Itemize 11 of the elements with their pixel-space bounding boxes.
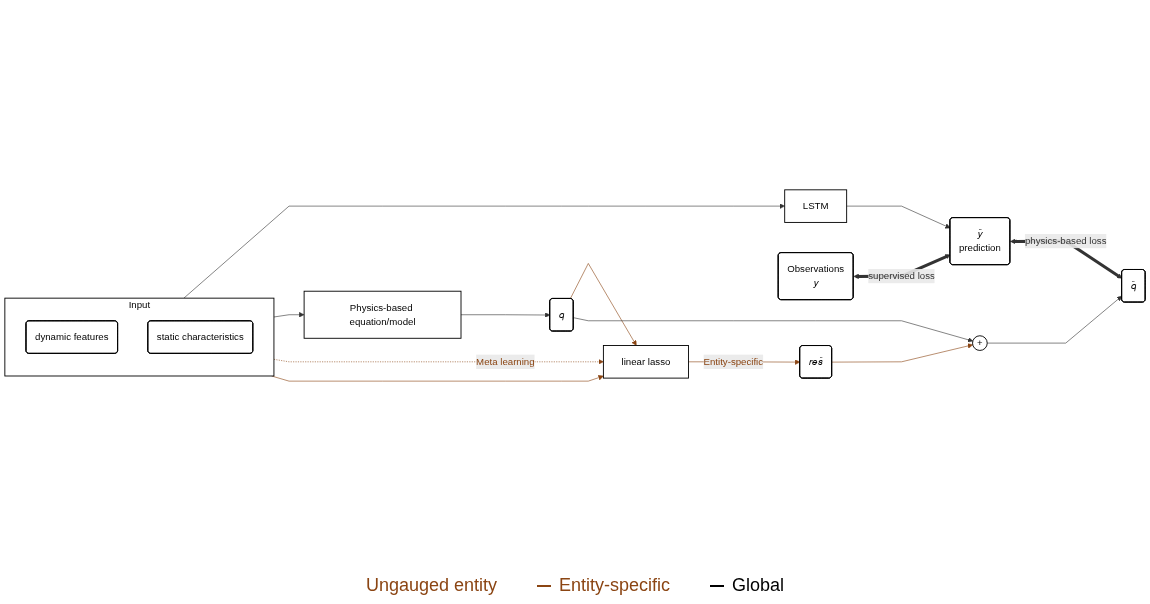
edge-label: Entity-specific xyxy=(703,356,764,367)
node-circle: + xyxy=(972,335,988,351)
edge-label: Meta learning xyxy=(476,356,535,367)
edge-label: supervised loss xyxy=(868,270,935,281)
node-box: LSTM xyxy=(784,189,848,223)
node-box: Physics-based equation/model xyxy=(303,290,462,339)
edge-label: physics-based loss xyxy=(1024,235,1107,246)
note-text: Ungauged entity xyxy=(365,575,497,596)
legend-text: Global xyxy=(732,575,785,596)
legend-text: Entity-specific xyxy=(559,575,671,596)
node-box: linear lasso xyxy=(602,345,689,379)
